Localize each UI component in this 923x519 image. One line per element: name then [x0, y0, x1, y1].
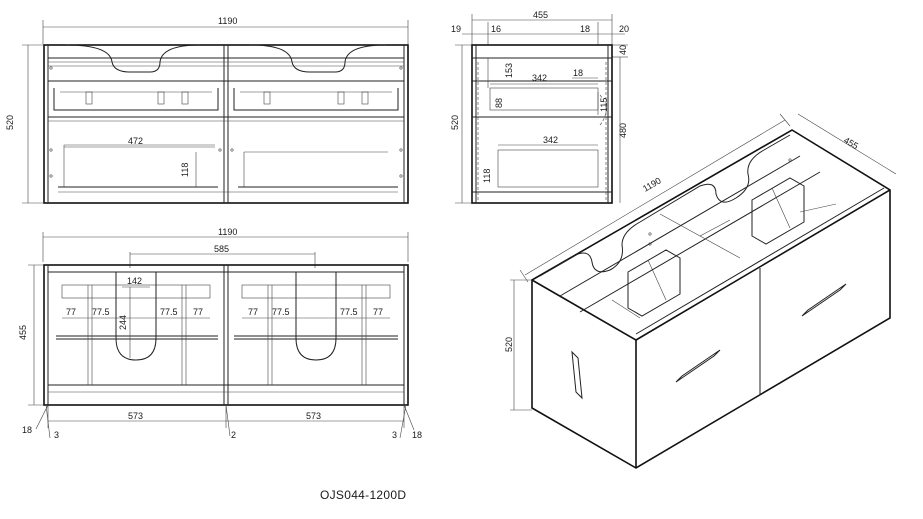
side-upper-gap: 18	[573, 68, 583, 78]
side-depth-dim: 455	[533, 10, 548, 20]
half-width-left: 573	[128, 411, 143, 421]
side-lower-height: 118	[482, 169, 492, 183]
spacing-6: 77.5	[272, 307, 290, 317]
front-view: 1190 520	[5, 16, 409, 204]
side-upper-drawer-height: 88	[494, 98, 504, 108]
side-right-height: 480	[618, 123, 628, 138]
half-width-right: 573	[306, 411, 321, 421]
side-top-gap: 40	[618, 45, 628, 55]
gap-left: 3	[54, 430, 59, 440]
top-view: 1190 585 142 455	[18, 227, 422, 440]
cutout-offset-dim: 142	[127, 276, 142, 286]
spacing-2: 77.5	[92, 307, 110, 317]
side-lower-drawer-depth: 342	[543, 135, 558, 145]
drawer-width-dim: 472	[128, 136, 143, 146]
gap-center: 2	[231, 430, 236, 440]
iso-depth-dim: 455	[842, 135, 860, 151]
spacing-3: 77.5	[160, 307, 178, 317]
iso-width-dim: 1190	[641, 175, 663, 193]
side-right-offset-b: 20	[619, 24, 629, 34]
cutout-spacing-dim: 585	[214, 244, 229, 254]
side-upper-drawer-depth: 342	[532, 73, 547, 83]
side-left-offset: 19	[451, 24, 461, 34]
side-upper-side-height: 115	[599, 98, 609, 112]
top-width-dim: 1190	[218, 227, 237, 237]
side-inner-offset: 16	[491, 24, 501, 34]
front-width-dim: 1190	[218, 16, 237, 26]
top-depth-dim: 455	[18, 325, 28, 340]
gap-right: 3	[392, 430, 397, 440]
edge-left: 18	[22, 425, 32, 435]
spacing-8: 77	[373, 307, 383, 317]
front-height-dim: 520	[5, 115, 15, 130]
iso-height-dim: 520	[504, 337, 514, 352]
drawer-height-dim: 118	[180, 163, 190, 177]
model-caption: OJS044-1200D	[320, 488, 406, 502]
isometric-view: 1190 455 520	[504, 113, 897, 469]
cutout-depth-dim: 244	[118, 315, 128, 330]
spacing-5: 77	[248, 307, 258, 317]
side-view: 455 19 16 18 20 40 520 342 18 88 153 115	[450, 10, 629, 204]
spacing-1: 77	[66, 307, 76, 317]
side-height-dim: 520	[450, 115, 460, 130]
spacing-7: 77.5	[340, 307, 358, 317]
side-upper-side-gap: 153	[504, 63, 514, 78]
side-right-offset-a: 18	[580, 24, 590, 34]
edge-right: 18	[412, 430, 422, 440]
spacing-4: 77	[193, 307, 203, 317]
